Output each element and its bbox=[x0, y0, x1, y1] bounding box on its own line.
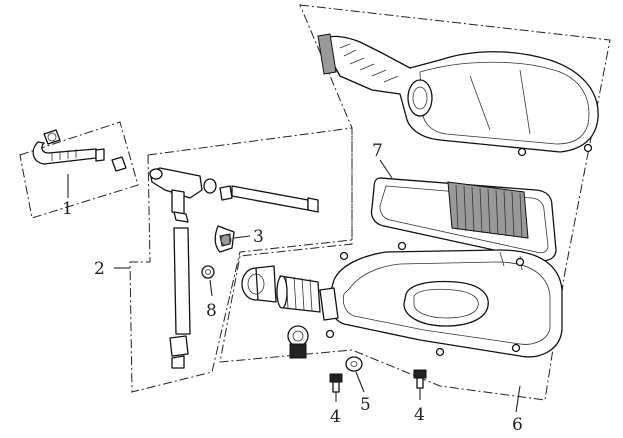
part-airbox-cover bbox=[317, 33, 599, 157]
part-3-clamp-bracket bbox=[214, 225, 235, 253]
part-2-breather-assembly bbox=[149, 167, 319, 369]
part-1-breather-hose bbox=[32, 129, 127, 172]
part-5-washer bbox=[345, 356, 363, 372]
group-boundary-hose-1 bbox=[19, 121, 139, 219]
part-7-filter-element bbox=[370, 177, 557, 262]
part-hose-clamp bbox=[287, 325, 309, 359]
callout-4-left: 4 bbox=[330, 407, 341, 427]
part-6-airbox-case bbox=[319, 241, 563, 358]
callout-4-right: 4 bbox=[414, 405, 425, 425]
callout-2: 2 bbox=[94, 259, 105, 279]
callout-numbers: 1 2 3 8 7 4 5 4 6 bbox=[62, 141, 523, 435]
group-boundary-filter-box-6 bbox=[219, 4, 611, 401]
callout-8: 8 bbox=[206, 301, 217, 321]
callout-3: 3 bbox=[253, 227, 264, 247]
callout-7: 7 bbox=[372, 141, 383, 161]
part-intake-boot bbox=[241, 265, 277, 303]
part-4-screw-right bbox=[413, 369, 427, 389]
part-8-washer bbox=[201, 265, 215, 279]
callout-1: 1 bbox=[62, 199, 73, 219]
part-4-screw-left bbox=[329, 373, 343, 393]
leader-lines bbox=[67, 159, 521, 413]
callout-6: 6 bbox=[512, 415, 523, 435]
part-bellows-hose bbox=[276, 275, 321, 313]
callout-5: 5 bbox=[360, 395, 371, 415]
group-boundary-breather-2 bbox=[129, 127, 353, 393]
